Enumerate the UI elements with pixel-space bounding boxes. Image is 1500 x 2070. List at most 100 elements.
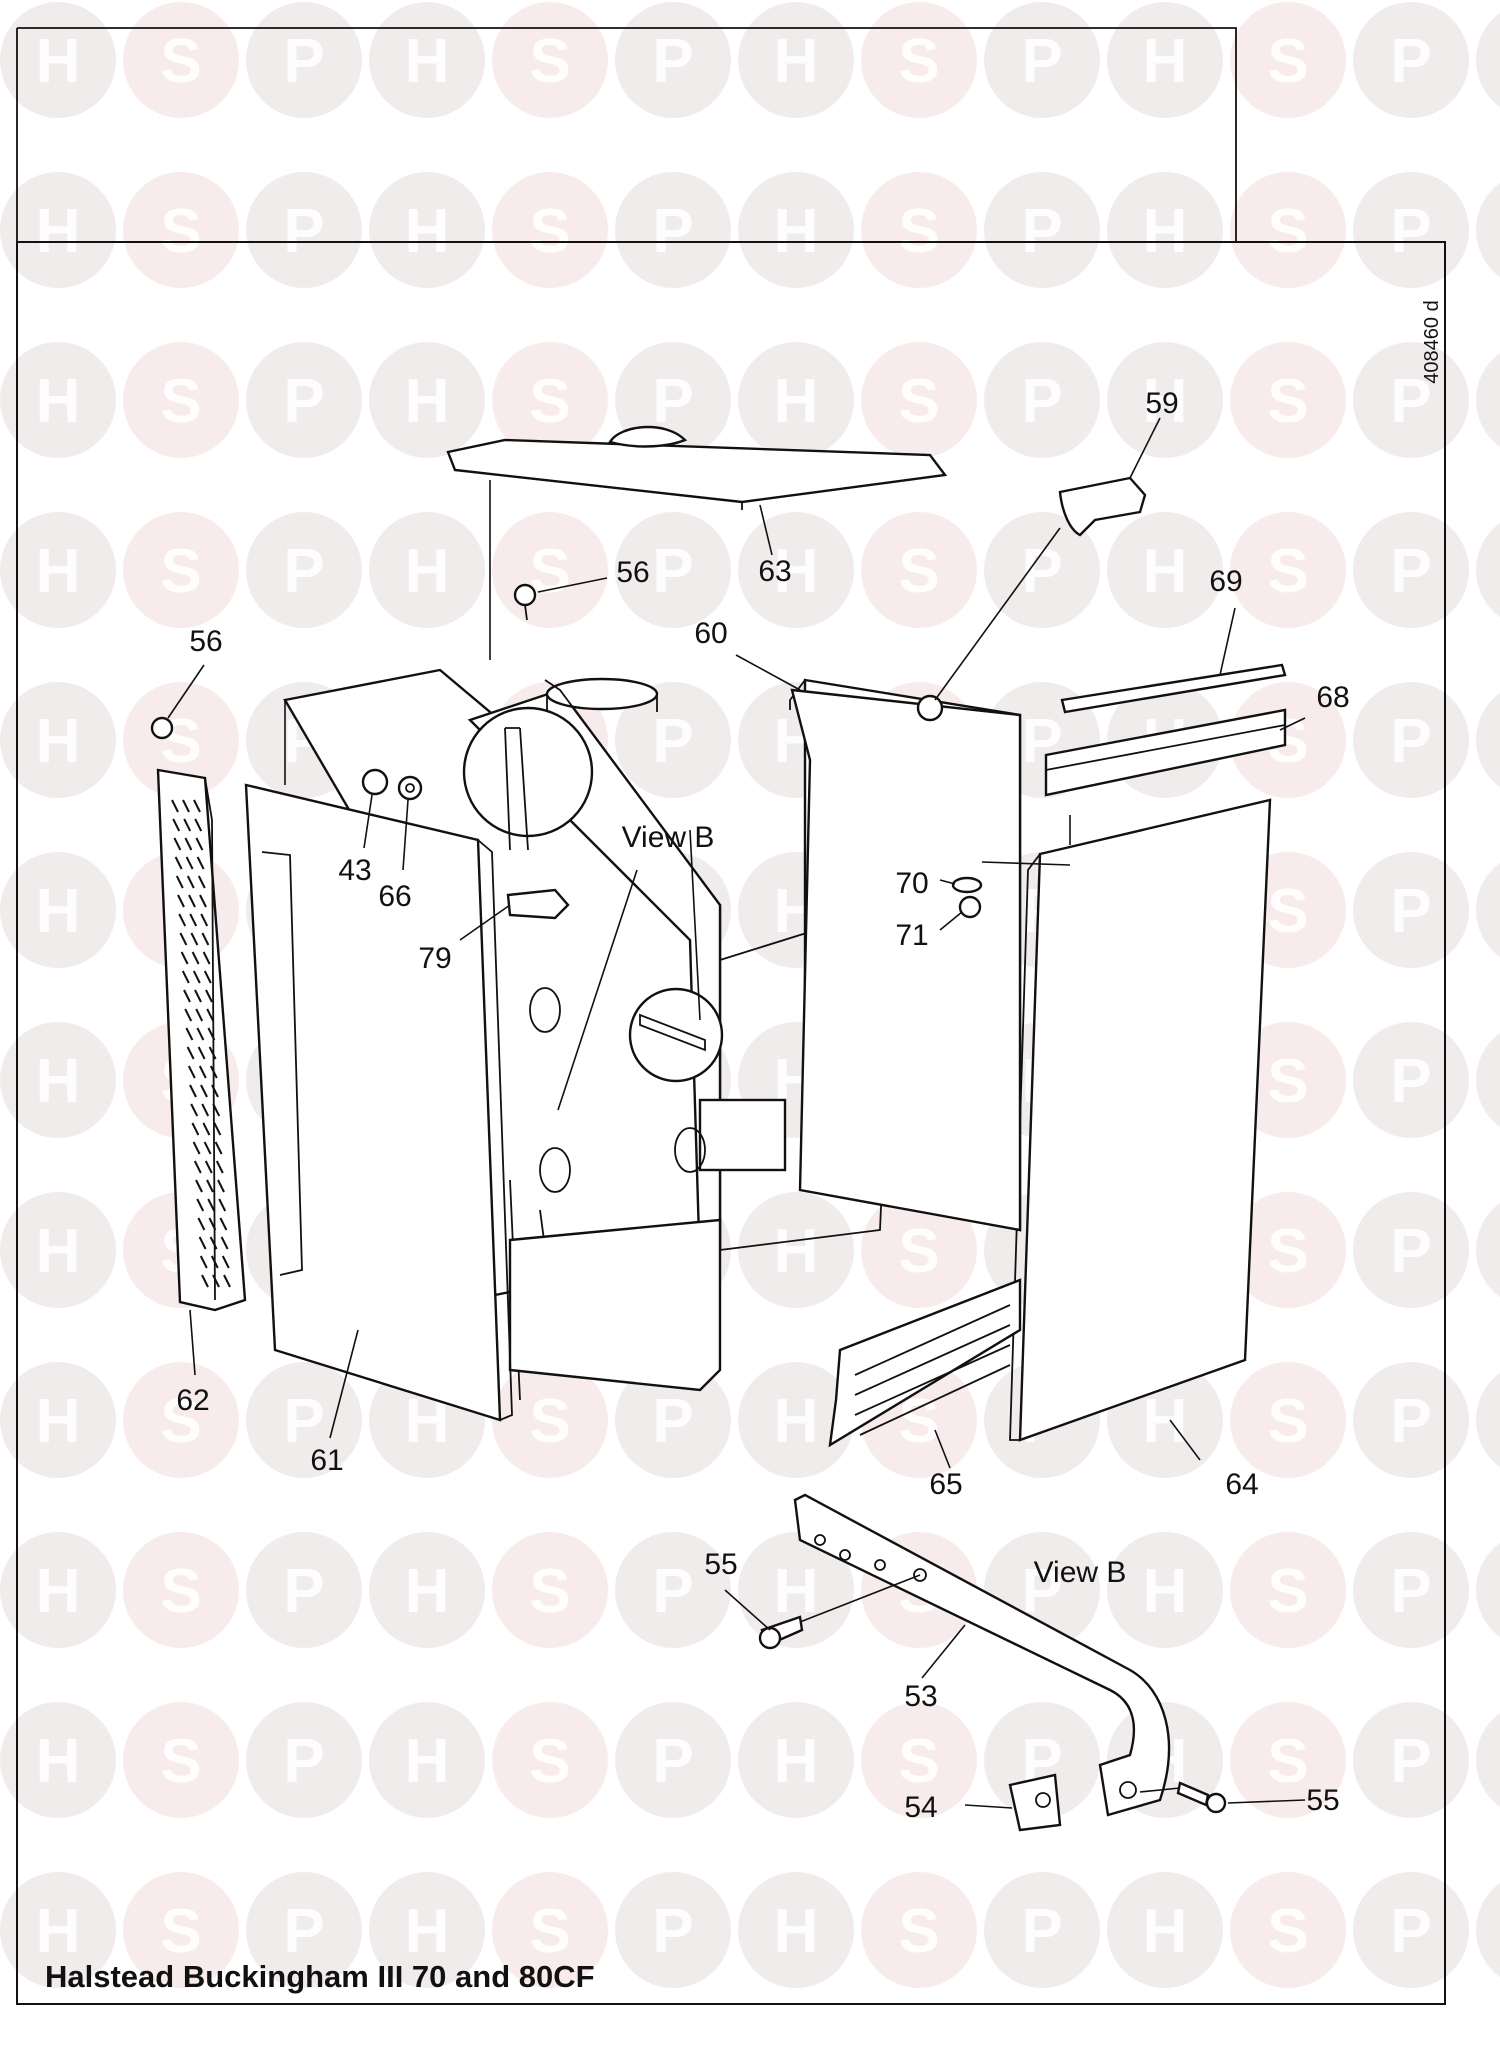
part-55-screw-upper[interactable] bbox=[758, 1615, 804, 1650]
watermark-letter: H bbox=[36, 367, 81, 436]
watermark-letter: S bbox=[160, 1557, 201, 1626]
watermark-disc bbox=[1353, 1362, 1469, 1478]
part-71-nut[interactable] bbox=[958, 895, 982, 919]
watermark-disc bbox=[738, 1362, 854, 1478]
grille-slot bbox=[196, 1198, 205, 1212]
watermark-disc bbox=[1353, 2, 1469, 118]
watermark-letter: S bbox=[898, 367, 939, 436]
watermark-letter: P bbox=[283, 27, 324, 96]
watermark-disc bbox=[738, 2, 854, 118]
watermark-letter: P bbox=[1390, 197, 1431, 266]
watermark-disc bbox=[1476, 1883, 1500, 1977]
watermark-disc bbox=[492, 2, 608, 118]
part-70-washer[interactable] bbox=[951, 876, 983, 894]
watermark-letter: S bbox=[529, 1727, 570, 1796]
watermark-disc bbox=[369, 512, 485, 628]
part-61-left-side-panel[interactable] bbox=[244, 783, 513, 1422]
watermark-letter: S bbox=[529, 197, 570, 266]
grille-slot bbox=[196, 856, 205, 870]
callout-labels: 59 63 56 69 56 60 68 View B 70 71 43 66 … bbox=[176, 387, 1349, 1824]
grille-slot bbox=[179, 932, 188, 946]
grille-slot bbox=[191, 951, 200, 965]
watermark-letter: H bbox=[36, 1557, 81, 1626]
watermark-disc bbox=[0, 512, 116, 628]
watermark-letter: S bbox=[898, 27, 939, 96]
watermark-disc bbox=[615, 682, 731, 798]
part-69-trim-strip[interactable] bbox=[1060, 663, 1287, 714]
part-60-rear-side-panel[interactable] bbox=[790, 688, 1022, 1232]
watermark-letter: H bbox=[36, 877, 81, 946]
part-43-nut[interactable] bbox=[361, 768, 389, 796]
part-56-clip-top[interactable] bbox=[513, 583, 537, 621]
grille-slot bbox=[191, 1122, 200, 1136]
watermark-letter: P bbox=[1390, 1897, 1431, 1966]
watermark-letter: H bbox=[1143, 1387, 1188, 1456]
part-63-top-panel[interactable] bbox=[446, 425, 948, 510]
callout-62: 62 bbox=[176, 1384, 209, 1417]
watermark-disc bbox=[123, 512, 239, 628]
watermark-letter: P bbox=[283, 1727, 324, 1796]
watermark-letter: S bbox=[898, 537, 939, 606]
grille-slot bbox=[197, 1217, 206, 1231]
watermark-disc bbox=[1476, 863, 1500, 957]
watermark-letter: H bbox=[405, 197, 450, 266]
part-60-fixing[interactable] bbox=[916, 694, 944, 722]
callout-61: 61 bbox=[310, 1444, 343, 1477]
callout-63: 63 bbox=[758, 555, 791, 588]
grille-slot bbox=[201, 932, 210, 946]
grille-slot bbox=[206, 1008, 215, 1022]
watermark-letter: P bbox=[1390, 1557, 1431, 1626]
watermark-disc bbox=[492, 172, 608, 288]
watermark-disc bbox=[369, 1532, 485, 1648]
watermark-disc bbox=[1230, 512, 1346, 628]
watermark-letter: S bbox=[1267, 1727, 1308, 1796]
watermark-disc bbox=[1230, 1192, 1346, 1308]
watermark-disc bbox=[984, 512, 1100, 628]
watermark-disc bbox=[246, 1532, 362, 1648]
watermark-letter: S bbox=[529, 1897, 570, 1966]
grille-slot bbox=[174, 856, 183, 870]
watermark-disc bbox=[246, 512, 362, 628]
watermark-disc bbox=[0, 342, 116, 458]
watermark-letter: S bbox=[160, 367, 201, 436]
watermark-disc bbox=[0, 1532, 116, 1648]
view-b-label-inset: View B bbox=[622, 821, 715, 854]
part-64-right-side-panel[interactable] bbox=[1009, 798, 1272, 1442]
part-59-clip[interactable] bbox=[1058, 476, 1147, 537]
watermark-disc bbox=[123, 1702, 239, 1818]
watermark-letter: S bbox=[1267, 1217, 1308, 1286]
watermark-disc bbox=[0, 1702, 116, 1818]
watermark-letter: P bbox=[652, 1727, 693, 1796]
grille-slot bbox=[200, 913, 209, 927]
watermark-disc bbox=[615, 1702, 731, 1818]
grille-slot bbox=[181, 970, 190, 984]
part-54-clip-nut[interactable] bbox=[1008, 1773, 1062, 1832]
watermark-letter: S bbox=[529, 1557, 570, 1626]
part-62-front-grille[interactable] bbox=[156, 768, 247, 1312]
watermark-disc bbox=[1107, 2, 1223, 118]
watermark-disc bbox=[1353, 1702, 1469, 1818]
watermark-disc bbox=[369, 2, 485, 118]
part-53-bracket[interactable] bbox=[793, 1493, 1171, 1817]
grille-slot bbox=[172, 818, 181, 832]
part-68-top-rail[interactable] bbox=[1044, 708, 1287, 797]
part-55-screw-lower[interactable] bbox=[1176, 1781, 1227, 1814]
grille-slot bbox=[183, 989, 191, 1003]
watermark-disc bbox=[1476, 1033, 1500, 1127]
watermark-letter: H bbox=[774, 1387, 819, 1456]
grille-slot bbox=[208, 1046, 217, 1060]
part-66-washer[interactable] bbox=[397, 775, 423, 801]
grille-slot bbox=[192, 1141, 201, 1155]
watermark-letter: H bbox=[36, 1387, 81, 1456]
watermark-disc bbox=[984, 2, 1100, 118]
watermark-disc bbox=[1476, 693, 1500, 787]
watermark-disc bbox=[492, 1362, 608, 1478]
callout-56-left: 56 bbox=[189, 625, 222, 658]
part-56-clip-left[interactable] bbox=[150, 716, 174, 740]
part-79-bolt[interactable] bbox=[506, 888, 570, 920]
part-65-lower-front-panel[interactable] bbox=[828, 1278, 1022, 1448]
grille-slot bbox=[214, 1141, 223, 1155]
watermark-letter: P bbox=[652, 1387, 693, 1456]
watermark-disc bbox=[1107, 342, 1223, 458]
watermark-disc bbox=[246, 1362, 362, 1478]
